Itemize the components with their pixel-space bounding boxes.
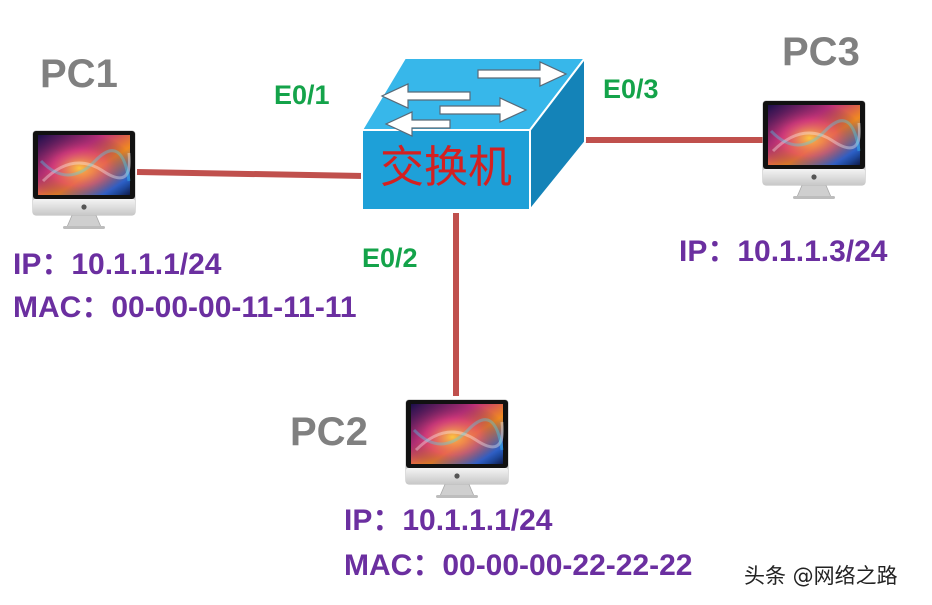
pc2-ip: IP：10.1.1.1/24 bbox=[344, 504, 553, 537]
watermark: 头条 @网络之路 bbox=[744, 564, 898, 588]
pc2-mac: MAC：00-00-00-22-22-22 bbox=[344, 549, 693, 582]
pc3-label: PC3 bbox=[782, 30, 860, 74]
switch-label: 交换机 bbox=[380, 142, 512, 193]
pc3-ip: IP：10.1.1.3/24 bbox=[679, 235, 888, 268]
pc1-ip: IP：10.1.1.1/24 bbox=[13, 248, 222, 281]
port-e03-label: E0/3 bbox=[603, 74, 659, 104]
port-e01-label: E0/1 bbox=[274, 80, 330, 110]
pc2-computer-icon bbox=[404, 398, 510, 500]
pc1-mac: MAC：00-00-00-11-11-11 bbox=[13, 291, 357, 324]
pc1-computer-icon bbox=[31, 129, 137, 231]
port-e02-label: E0/2 bbox=[362, 243, 418, 273]
link-pc1-switch bbox=[136, 169, 365, 179]
pc1-label: PC1 bbox=[40, 52, 118, 96]
pc3-computer-icon bbox=[761, 99, 867, 201]
switch-icon bbox=[360, 55, 588, 213]
pc2-label: PC2 bbox=[290, 410, 368, 454]
